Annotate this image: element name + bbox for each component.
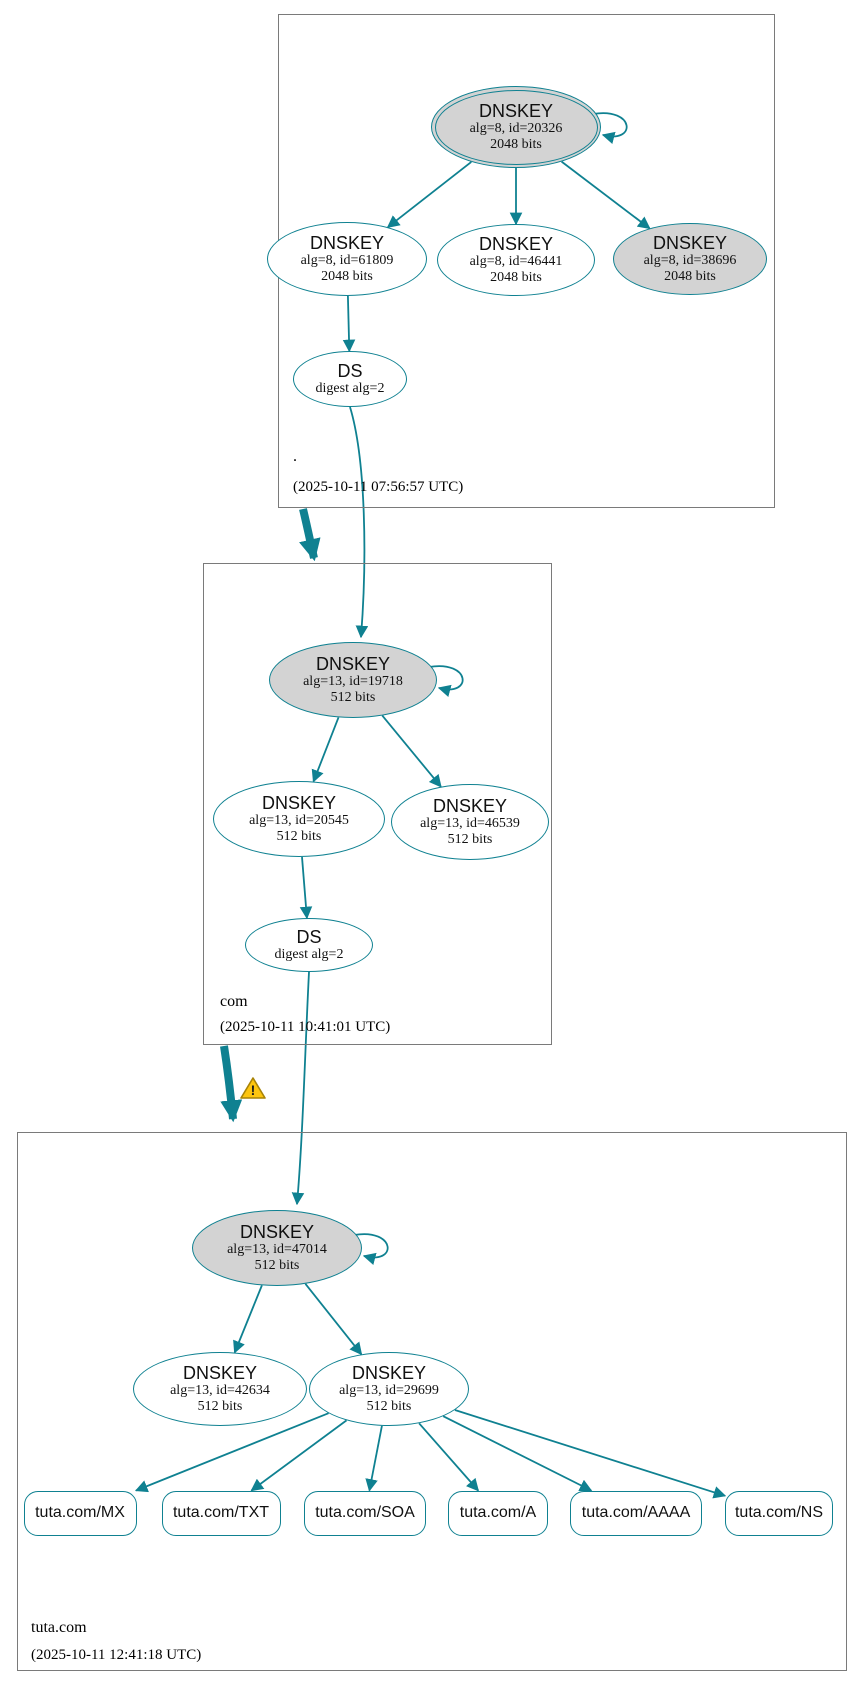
node-line2: alg=13, id=46539: [420, 816, 520, 831]
zone-box-com: [203, 563, 552, 1045]
delegation-arrow-com-to-tuta: [220, 1045, 243, 1123]
rr-soa-node[interactable]: tuta.com/SOA: [304, 1490, 426, 1536]
rr-txt-node[interactable]: tuta.com/TXT: [161, 1490, 281, 1536]
node-line3: 512 bits: [330, 690, 376, 705]
svg-text:!: !: [251, 1082, 256, 1098]
node-title: tuta.com/A: [459, 1504, 537, 1521]
node-line3: 512 bits: [197, 1399, 243, 1414]
rr-aaaa-node[interactable]: tuta.com/AAAA: [570, 1490, 702, 1536]
node-line2: alg=13, id=20545: [249, 813, 349, 828]
node-line2: alg=13, id=42634: [170, 1383, 270, 1398]
node-title: tuta.com/TXT: [172, 1504, 270, 1521]
node-line2: alg=8, id=46441: [469, 254, 563, 269]
node-line2: alg=13, id=47014: [227, 1242, 327, 1257]
node-title: DNSKEY: [261, 793, 337, 813]
node-title: DNSKEY: [432, 796, 508, 816]
node-line3: 2048 bits: [664, 269, 716, 284]
rr-a-node[interactable]: tuta.com/A: [448, 1490, 548, 1536]
node-line2: alg=13, id=19718: [303, 674, 403, 689]
node-title: DS: [337, 361, 363, 381]
node-title: DNSKEY: [182, 1363, 258, 1383]
delegation-arrow-root-to-com: [299, 508, 321, 562]
zone-label-tuta: tuta.com: [31, 1619, 87, 1636]
node-title: DS: [296, 927, 322, 947]
node-line2: digest alg=2: [315, 381, 385, 396]
zone-box-tuta: [17, 1132, 847, 1671]
node-title: tuta.com/MX: [35, 1504, 125, 1521]
node-title: DNSKEY: [652, 233, 728, 253]
node-line3: 512 bits: [366, 1399, 412, 1414]
node-line2: alg=8, id=38696: [643, 253, 737, 268]
node-line3: 512 bits: [254, 1258, 300, 1273]
node-line3: 2048 bits: [490, 137, 542, 152]
node-title: tuta.com/SOA: [315, 1504, 415, 1521]
zone-timestamp-tuta: (2025-10-11 12:41:18 UTC): [31, 1647, 202, 1663]
node-title: DNSKEY: [478, 234, 554, 254]
node-title: DNSKEY: [239, 1222, 315, 1242]
warning-icon[interactable]: !: [240, 1076, 266, 1100]
node-line3: 512 bits: [276, 829, 322, 844]
node-line2: alg=8, id=61809: [300, 253, 394, 268]
rr-ns-node[interactable]: tuta.com/NS: [725, 1490, 833, 1536]
zone-timestamp-com: (2025-10-11 10:41:01 UTC): [220, 1019, 391, 1035]
zone-timestamp-root: (2025-10-11 07:56:57 UTC): [293, 479, 464, 495]
node-title: DNSKEY: [351, 1363, 427, 1383]
zone-label-com: com: [220, 993, 248, 1010]
node-line3: 512 bits: [447, 832, 493, 847]
zone-label-root: .: [293, 448, 297, 465]
node-title: DNSKEY: [478, 101, 554, 121]
node-line3: 2048 bits: [490, 270, 542, 285]
node-line2: digest alg=2: [274, 947, 344, 962]
node-title: tuta.com/AAAA: [581, 1504, 691, 1521]
rr-mx-node[interactable]: tuta.com/MX: [23, 1490, 137, 1536]
node-title: DNSKEY: [309, 233, 385, 253]
node-line2: alg=8, id=20326: [469, 121, 563, 136]
node-title: tuta.com/NS: [734, 1504, 824, 1521]
node-line2: alg=13, id=29699: [339, 1383, 439, 1398]
node-title: DNSKEY: [315, 654, 391, 674]
node-line3: 2048 bits: [321, 269, 373, 284]
